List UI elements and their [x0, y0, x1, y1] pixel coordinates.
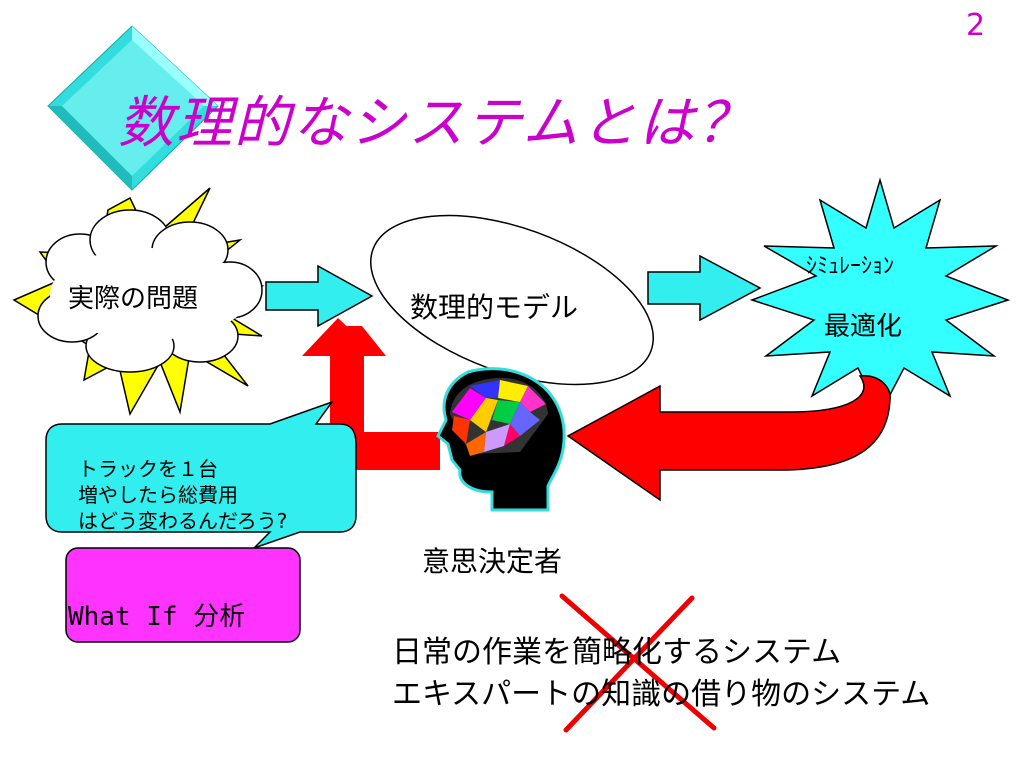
- bottom-line-1: 日常の作業を簡略化するシステム: [392, 635, 842, 670]
- speech-line-2: 増やしたら総費用: [78, 483, 238, 507]
- diamond-bullet: [47, 25, 219, 191]
- page-number: 2: [966, 8, 986, 43]
- simulation-label: ｼﾐｭﾚｰｼｮﾝ: [806, 254, 895, 279]
- optimization-label: 最適化: [824, 312, 903, 342]
- speech-line-3: はどう変わるんだろう?: [78, 509, 288, 533]
- arrow-up-red-head: [302, 318, 378, 470]
- speech-bubble-shape: [45, 400, 357, 549]
- cloud-shape: [37, 209, 263, 373]
- what-if-label: What If 分析: [68, 602, 246, 632]
- slide-title: 数理的なシステムとは？: [118, 91, 755, 156]
- speech-bubble-text: トラックを１台 増やしたら総費用 はどう変わるんだろう?: [78, 456, 287, 534]
- math-model-label: 数理的モデル: [410, 291, 579, 324]
- speech-line-1: トラックを１台: [78, 457, 218, 481]
- cross-mark-icon: [559, 593, 717, 733]
- decision-maker-label: 意思決定者: [422, 545, 563, 578]
- arrow-curved-red: [566, 375, 891, 502]
- bottom-line-2: エキスパートの知識の借り物のシステム: [392, 677, 931, 712]
- bottom-text: 日常の作業を簡略化するシステム エキスパートの知識の借り物のシステム: [392, 632, 930, 716]
- simulation-starburst: [749, 177, 1011, 416]
- arrow-right-cyan-1: [265, 264, 374, 328]
- head-icon: [436, 367, 566, 512]
- arrow-right-cyan-2: [647, 254, 762, 322]
- real-problem-label: 実際の問題: [68, 284, 199, 314]
- what-if-box: [65, 547, 301, 643]
